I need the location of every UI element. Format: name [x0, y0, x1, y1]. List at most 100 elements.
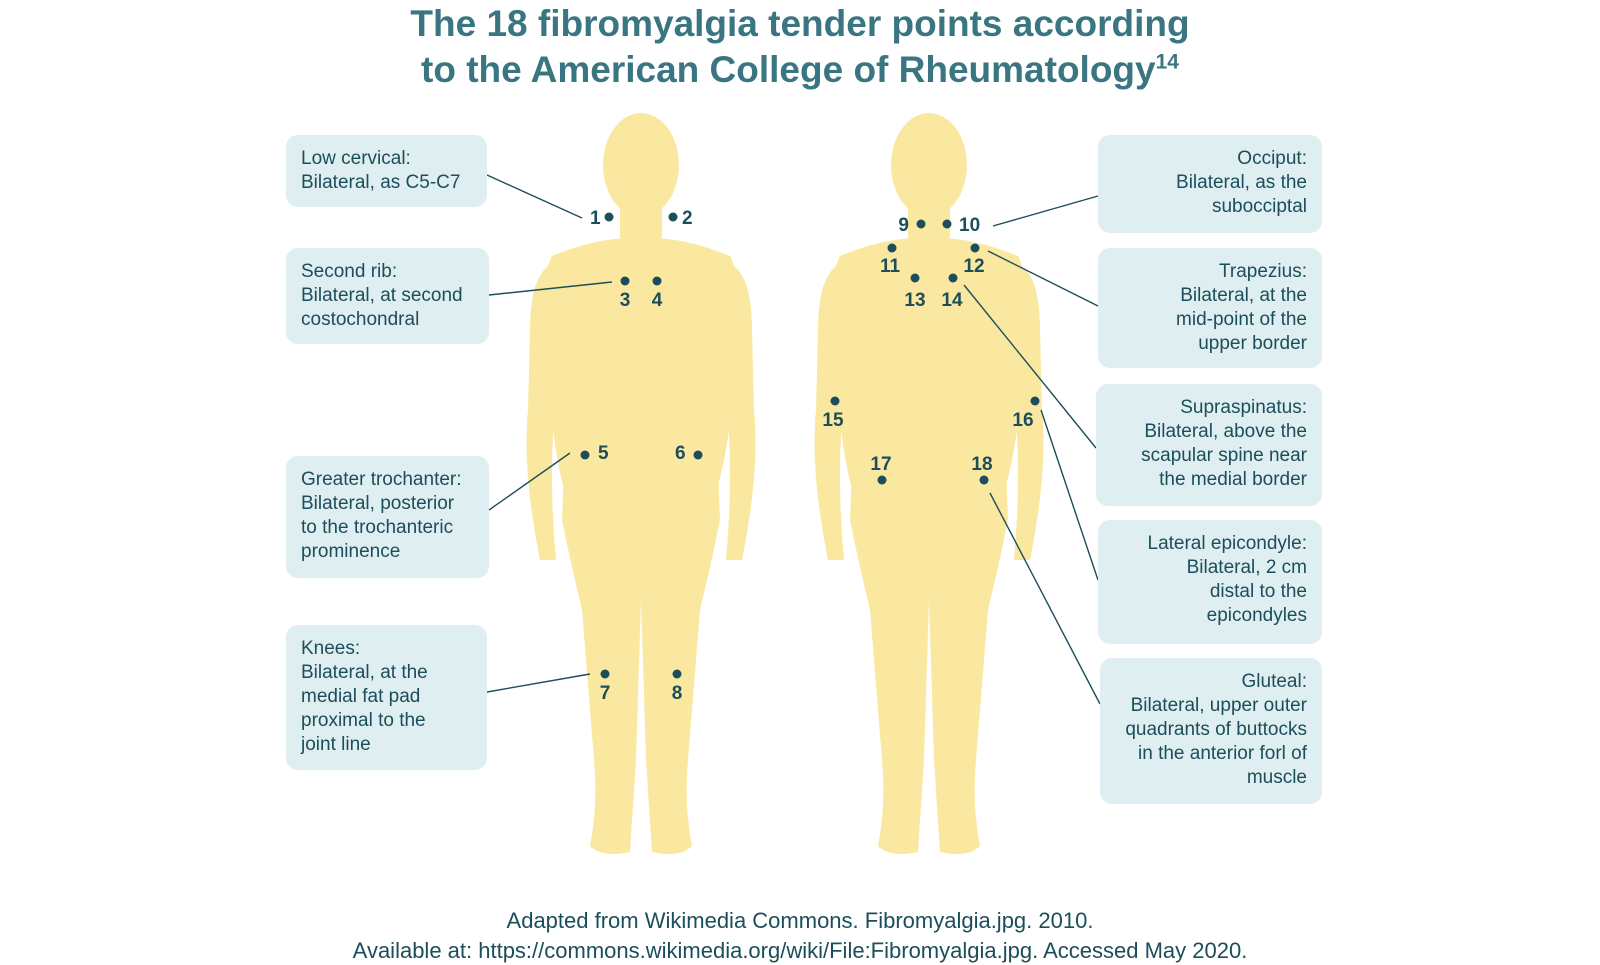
front-body — [526, 113, 756, 854]
annotation-text: Bilateral, above the — [1144, 421, 1307, 442]
dot-7 — [600, 669, 610, 679]
annotation-knees: Knees: Bilateral, at the medial fat pad … — [286, 625, 487, 770]
dot-12 — [970, 243, 980, 253]
point-number-18: 18 — [971, 454, 992, 475]
dot-6 — [693, 450, 703, 460]
annotation-text: Bilateral, posterior — [301, 493, 455, 514]
dot-1 — [604, 212, 614, 222]
point-number-9: 9 — [898, 215, 909, 236]
leader-line-trapezius — [987, 250, 1099, 307]
annotation-heading: Occiput: — [1237, 148, 1307, 169]
point-number-17: 17 — [870, 454, 891, 475]
point-number-8: 8 — [672, 683, 683, 704]
leader-line-low-cervical — [486, 174, 583, 219]
annotation-text: prominence — [301, 541, 401, 562]
source-citation-line-2: Available at: https://commons.wikimedia.… — [352, 938, 1248, 963]
back-body — [814, 113, 1044, 854]
annotation-heading: Second rib: — [301, 261, 398, 282]
annotation-supraspinatus: Supraspinatus: Bilateral, above the scap… — [1096, 384, 1322, 506]
dot-5 — [580, 450, 590, 460]
point-number-3: 3 — [620, 290, 631, 311]
annotation-occiput: Occiput: Bilateral, as the subocciptal — [1098, 135, 1322, 233]
annotation-text: medial fat pad — [301, 686, 421, 707]
title-line-2: to the American College of Rheumatology1… — [421, 49, 1179, 90]
annotation-heading: Low cervical: — [301, 148, 411, 169]
title-line-1: The 18 fibromyalgia tender points accord… — [410, 3, 1190, 44]
leader-line-second-rib — [488, 281, 613, 296]
annotation-text: muscle — [1246, 767, 1307, 788]
dot-16 — [1030, 396, 1040, 406]
annotation-heading: Gluteal: — [1241, 671, 1307, 692]
annotation-text: to the trochanteric — [301, 517, 454, 538]
point-number-16: 16 — [1012, 410, 1033, 431]
page-title: The 18 fibromyalgia tender points accord… — [0, 0, 1600, 93]
dot-14 — [948, 273, 958, 283]
tender-point-numbers: 1 2 3 4 5 6 7 8 9 10 11 12 13 14 15 16 1… — [590, 208, 1034, 704]
point-number-10: 10 — [959, 215, 980, 236]
annotation-text: Bilateral, as the — [1176, 172, 1307, 193]
point-number-6: 6 — [675, 443, 686, 464]
point-number-2: 2 — [682, 208, 693, 229]
annotation-heading: Lateral epicondyle: — [1147, 533, 1308, 554]
leader-line-supraspinatus — [963, 284, 1097, 449]
dot-17 — [877, 475, 887, 485]
dot-2 — [668, 212, 678, 222]
annotation-heading: Greater trochanter: — [301, 469, 462, 490]
dot-13 — [910, 273, 920, 283]
dot-4 — [652, 276, 662, 286]
leader-line-knees — [486, 673, 591, 693]
annotation-gluteal: Gluteal: Bilateral, upper outer quadrant… — [1100, 658, 1322, 804]
annotation-text: Bilateral, at the — [1180, 285, 1307, 306]
annotation-text: subocciptal — [1211, 196, 1307, 217]
annotation-heading: Trapezius: — [1219, 261, 1307, 282]
title-reference: 14 — [1155, 50, 1179, 74]
annotation-text: Bilateral, upper outer — [1130, 695, 1307, 716]
annotation-text: the medial border — [1159, 469, 1307, 490]
annotation-text: in the anterior forl of — [1138, 743, 1307, 764]
dot-8 — [672, 669, 682, 679]
point-number-15: 15 — [822, 410, 844, 431]
annotation-text: upper border — [1198, 333, 1307, 354]
point-number-12: 12 — [963, 256, 984, 277]
leader-line-occiput — [992, 195, 1099, 227]
annotation-second-rib: Second rib: Bilateral, at second costoch… — [286, 248, 489, 344]
point-number-14: 14 — [941, 290, 963, 311]
point-number-5: 5 — [598, 443, 609, 464]
leader-line-greater-trochanter — [488, 452, 571, 511]
annotation-greater-trochanter: Greater trochanter: Bilateral, posterior… — [286, 456, 489, 578]
annotation-lateral-epicondyle: Lateral epicondyle: Bilateral, 2 cm dist… — [1098, 520, 1322, 644]
dot-11 — [887, 243, 897, 253]
annotation-text: proximal to the — [301, 710, 426, 731]
annotation-trapezius: Trapezius: Bilateral, at the mid-point o… — [1098, 248, 1322, 368]
annotation-heading: Supraspinatus: — [1180, 397, 1307, 418]
dot-15 — [830, 396, 840, 406]
dot-10 — [942, 219, 952, 229]
annotation-text: epicondyles — [1206, 605, 1307, 626]
point-number-11: 11 — [880, 256, 901, 277]
leader-line-gluteal — [989, 492, 1101, 705]
annotation-text: Bilateral, as C5-C7 — [301, 172, 461, 193]
annotation-low-cervical: Low cervical: Bilateral, as C5-C7 — [286, 135, 487, 207]
annotation-text: Bilateral, at second — [301, 285, 463, 306]
leader-lines — [486, 174, 1101, 705]
annotation-text: scapular spine near — [1141, 445, 1307, 466]
dot-3 — [620, 276, 630, 286]
point-number-13: 13 — [904, 290, 925, 311]
annotation-text: Bilateral, 2 cm — [1186, 557, 1307, 578]
tender-point-dots — [580, 212, 1040, 679]
annotation-text: distal to the — [1209, 581, 1307, 602]
point-number-4: 4 — [652, 290, 663, 311]
source-citation-line-1: Adapted from Wikimedia Commons. Fibromya… — [506, 908, 1094, 933]
leader-line-lateral-epicondyle — [1040, 409, 1099, 581]
annotation-text: joint line — [301, 734, 371, 755]
point-number-7: 7 — [600, 683, 611, 704]
dot-18 — [979, 475, 989, 485]
point-number-1: 1 — [590, 208, 601, 229]
dot-9 — [916, 219, 926, 229]
annotation-heading: Knees: — [301, 638, 361, 659]
annotation-text: Bilateral, at the — [301, 662, 428, 683]
annotation-text: quadrants of buttocks — [1125, 719, 1307, 740]
annotation-text: mid-point of the — [1176, 309, 1307, 330]
annotation-text: costochondral — [301, 309, 420, 330]
